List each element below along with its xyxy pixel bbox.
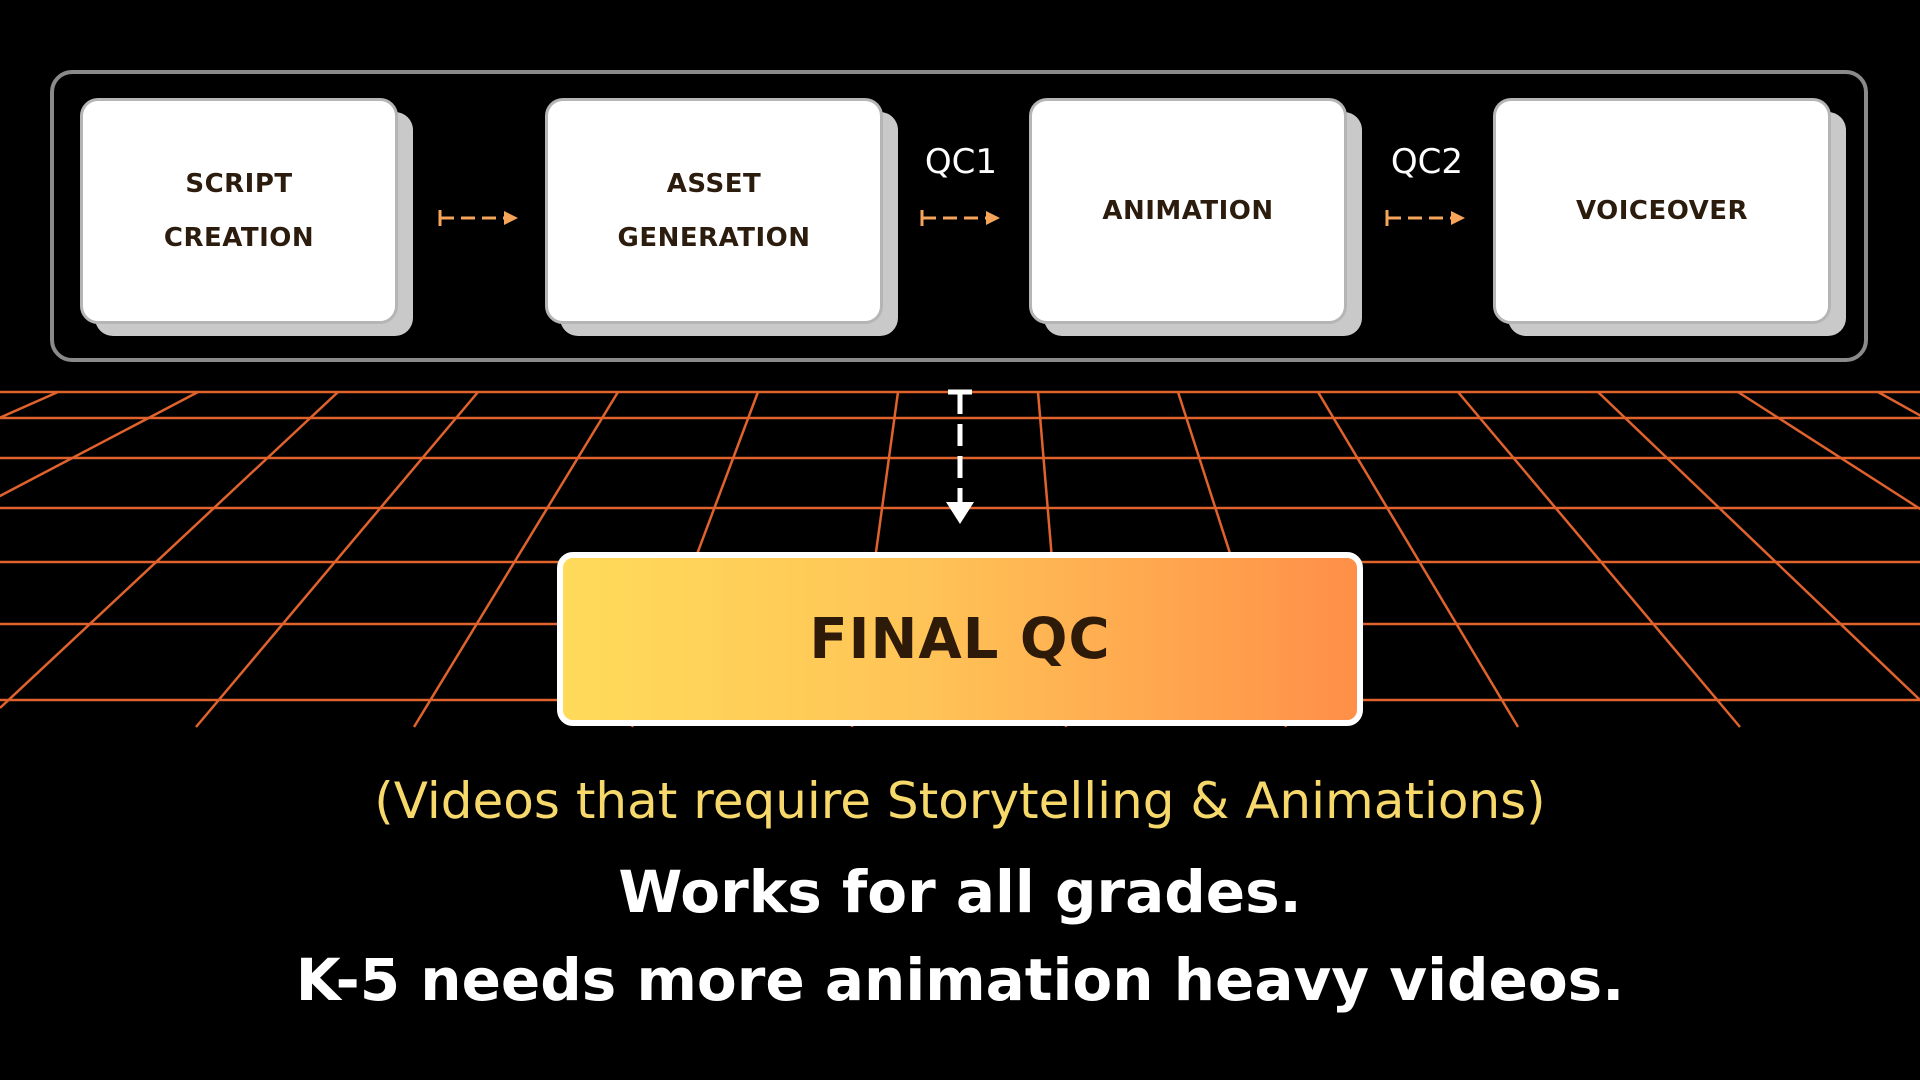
subtitle-text: (Videos that require Storytelling & Anim… [374,772,1546,830]
grid-line [0,390,199,498]
arrow-down-icon [946,389,974,524]
grid-line [195,391,479,728]
final-qc-label: FINAL QC [809,606,1111,672]
step-label: ASSET GENERATION [617,169,811,253]
step-card-script-creation: SCRIPT CREATION [80,98,398,324]
grid-line [1457,391,1741,728]
step-label: ANIMATION [1102,196,1274,226]
final-qc-box: FINAL QC [557,552,1363,726]
step-card-asset-generation: ASSET GENERATION [545,98,883,324]
grid-line [1597,391,1920,701]
grid-line [412,391,620,728]
grid-line [1316,391,1520,728]
step-card-animation: ANIMATION [1029,98,1347,324]
arrow-right-icon [1385,210,1465,226]
step-label: SCRIPT CREATION [163,169,315,253]
grid-line [0,391,339,709]
grid-line [0,390,59,419]
footer-line-2: K-5 needs more animation heavy videos. [295,946,1625,1014]
step-label: VOICEOVER [1575,196,1749,226]
arrow-right-icon [920,210,1000,226]
grid-line [1877,390,1920,417]
qc1-label: QC1 [924,142,998,182]
step-card-voiceover: VOICEOVER [1493,98,1831,324]
qc2-label: QC2 [1390,142,1464,182]
footer-line-1: Works for all grades. [618,858,1302,926]
grid-line [1737,390,1920,511]
arrow-right-icon [438,210,518,226]
